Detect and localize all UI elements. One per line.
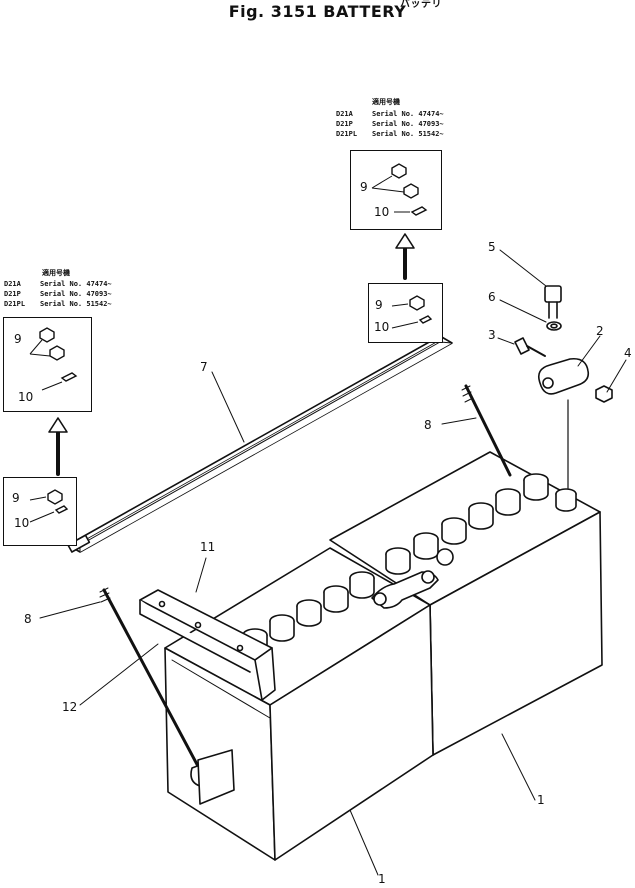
serial-model-left-1: D21A (4, 280, 21, 288)
figure-title-text: Fig. 3151 BATTERY (228, 2, 407, 21)
bolt-5-head (544, 285, 562, 303)
serial-number-top-2: Serial No. 47093~ (372, 120, 444, 128)
serial-number-top-1: Serial No. 47474~ (372, 110, 444, 118)
callout-top-new-10: 10 (374, 205, 390, 219)
terminal-clamp-assembly (514, 285, 613, 489)
connecting-cable (371, 548, 454, 609)
callout-bolt-5: 5 (488, 240, 496, 254)
serial-number-left-1: Serial No. 47474~ (40, 280, 112, 288)
serial-number-left-2: Serial No. 47093~ (40, 290, 112, 298)
figure-title: Fig. 3151 BATTERY バッテリ (0, 0, 635, 21)
callout-washer-6: 6 (488, 290, 496, 304)
callout-battery-1-left: 1 (378, 872, 386, 886)
leader-lines (39, 249, 627, 876)
serial-number-top-3: Serial No. 51542~ (372, 130, 444, 138)
left-old-hardware-box (3, 477, 77, 546)
callout-left-new-10: 10 (18, 390, 34, 404)
top-old-hardware-box (368, 283, 443, 343)
hook-clamp (197, 749, 235, 805)
serial-number-left-3: Serial No. 51542~ (40, 300, 112, 308)
callout-left-old-9: 9 (12, 491, 20, 505)
callout-top-old-10: 10 (374, 320, 390, 334)
serial-model-top-1: D21A (336, 110, 353, 118)
update-arrow-left (48, 417, 68, 476)
serial-model-left-2: D21P (4, 290, 21, 298)
callout-bar-7: 7 (200, 360, 208, 374)
serial-model-top-3: D21PL (336, 130, 358, 138)
callout-rod-8-left: 8 (24, 612, 32, 626)
battery-right-caps (385, 473, 577, 575)
battery-bracket (139, 589, 276, 701)
callout-left-new-9: 9 (14, 332, 22, 346)
update-arrow-top (395, 233, 415, 280)
serial-header-left: 適用号機 (42, 269, 70, 277)
top-new-hardware-box (350, 150, 442, 230)
serial-model-top-2: D21P (336, 120, 353, 128)
j-bolt-right (461, 384, 512, 477)
callout-bolt-3: 3 (488, 328, 496, 342)
callout-bracket-12: 12 (62, 700, 78, 714)
battery-left-caps (242, 571, 375, 656)
bolt-3 (514, 337, 530, 355)
callout-left-old-10: 10 (14, 516, 30, 530)
callout-clamp-2: 2 (596, 324, 604, 338)
figure-title-japanese: バッテリ (400, 0, 442, 10)
callout-battery-1-right: 1 (537, 793, 545, 807)
callout-rod-8-right: 8 (424, 418, 432, 432)
callout-bracket-11: 11 (200, 540, 216, 554)
hold-down-bar (67, 335, 453, 553)
callout-top-new-9: 9 (360, 180, 368, 194)
serial-model-left-3: D21PL (4, 300, 26, 308)
callout-top-old-9: 9 (375, 298, 383, 312)
callout-nut-4: 4 (624, 346, 632, 360)
serial-header-top: 適用号機 (372, 98, 400, 106)
